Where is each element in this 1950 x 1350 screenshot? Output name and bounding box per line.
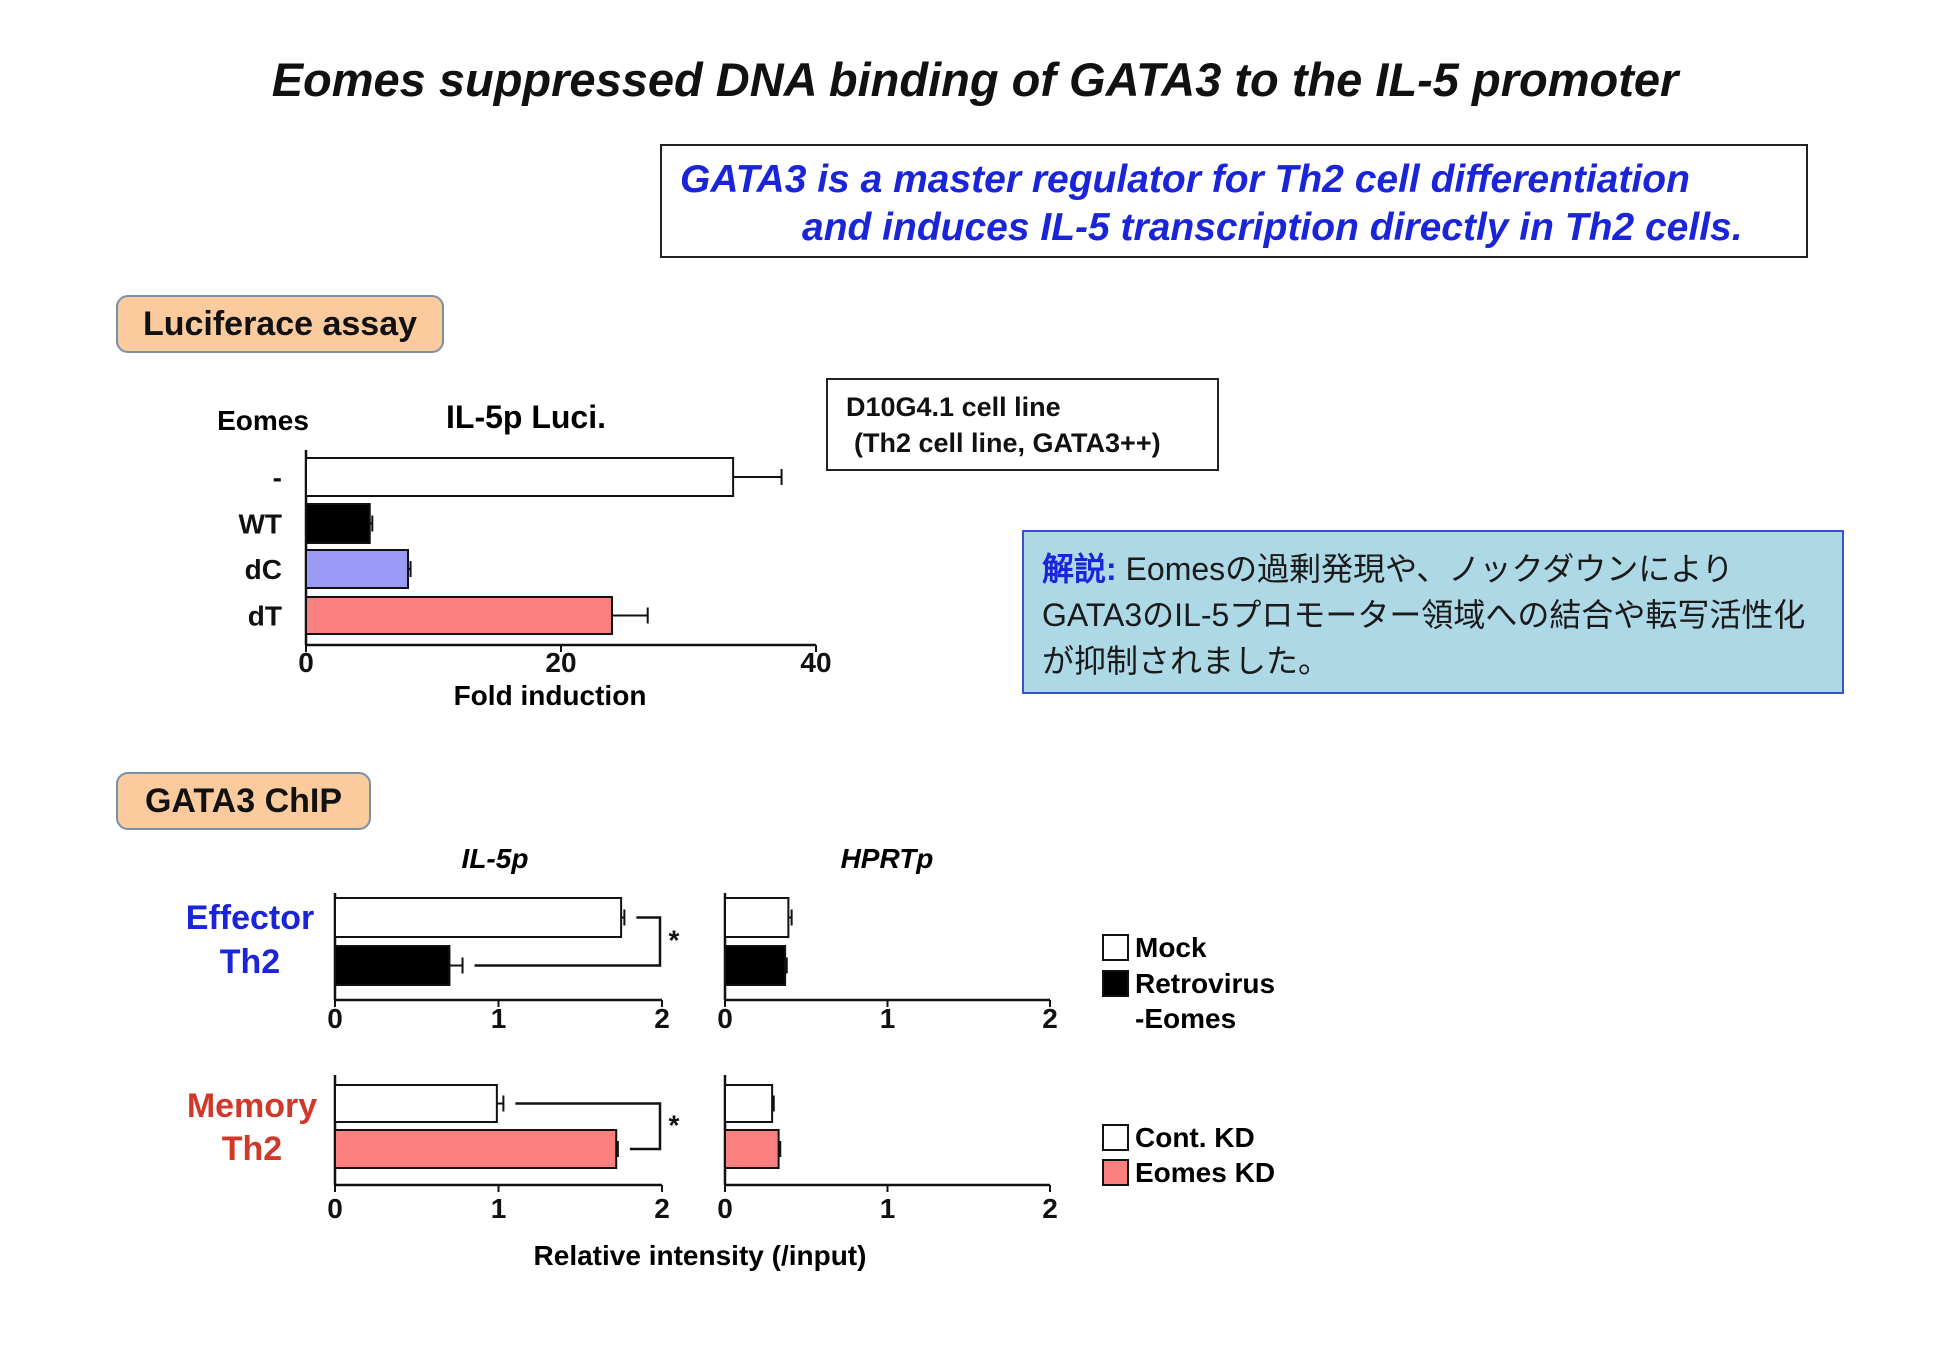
intro-line-1: GATA3 is a master regulator for Th2 cell… (680, 158, 1690, 201)
eff_hprt-tick-label: 0 (717, 1003, 733, 1034)
effector-label-line-1: Effector (186, 899, 314, 937)
legend-mock-label: Mock (1135, 932, 1207, 963)
legend-cont-kd-label: Cont. KD (1135, 1122, 1255, 1153)
legend-mock-swatch (1102, 934, 1129, 961)
legend-retrovirus-swatch (1102, 970, 1129, 997)
eff_il5-significance-marker: * (669, 925, 680, 956)
mem_hprt-bar (724, 1129, 780, 1169)
eff_il5-bar (334, 945, 451, 986)
legend-eomes-kd-label: Eomes KD (1135, 1157, 1275, 1188)
eff_hprt-tick-label: 2 (1042, 1003, 1058, 1034)
chip-hprt-title: HPRTp (841, 843, 934, 874)
legend-cont-kd-swatch (1102, 1124, 1129, 1151)
luciferase-section-label: Luciferace assay (116, 295, 444, 353)
mem_il5-significance-bracket (515, 1102, 662, 1151)
luc-category-label: - (273, 462, 282, 493)
explanation-text: 解説: Eomesの過剰発現や、ノックダウンによりGATA3のIL-5プロモータ… (1042, 546, 1832, 684)
effector-label-line-2: Th2 (220, 943, 280, 981)
eff_hprt-tick-label: 1 (880, 1003, 896, 1034)
mem_hprt-tick-label: 1 (880, 1193, 896, 1224)
memory-label-line-1: Memory (187, 1087, 317, 1125)
mem_il5-bar (334, 1129, 618, 1169)
explanation-note: 解説: Eomesの過剰発現や、ノックダウンによりGATA3のIL-5プロモータ… (1022, 530, 1844, 694)
mem_hprt-bar (724, 1084, 774, 1123)
luc-tick-label: 40 (800, 647, 831, 678)
eff_il5-significance-bracket (474, 916, 662, 967)
luc-category-label: dC (245, 554, 282, 585)
luc-bar (305, 549, 409, 589)
mem_il5-tick-label: 1 (491, 1193, 507, 1224)
legend-eomes-kd-swatch (1102, 1159, 1129, 1186)
luc-chart-title: IL-5p Luci. (446, 399, 606, 435)
memory-label-line-2: Th2 (222, 1130, 282, 1168)
mem_il5-bar (334, 1084, 498, 1123)
luc-category-header: Eomes (217, 405, 309, 436)
mem_il5-significance-marker: * (669, 1109, 680, 1140)
cell-line-description: (Th2 cell line, GATA3++) (854, 428, 1161, 458)
luc-bar (305, 503, 371, 544)
luc-x-axis-label: Fold induction (454, 680, 647, 711)
chip-il5-title: IL-5p (462, 843, 529, 874)
eff_il5-tick-label: 0 (327, 1003, 343, 1034)
page-title: Eomes suppressed DNA binding of GATA3 to… (271, 53, 1679, 106)
mem_il5-tick-label: 2 (654, 1193, 670, 1224)
cell-line-name: D10G4.1 cell line (846, 392, 1061, 422)
mem_hprt-tick-label: 0 (717, 1193, 733, 1224)
luc-tick-label: 20 (545, 647, 576, 678)
eff_hprt-bar (724, 897, 790, 938)
intro-line-2: and induces IL-5 transcription directly … (802, 206, 1743, 249)
eff_hprt-bar (724, 945, 787, 986)
explanation-body: Eomesの過剰発現や、ノックダウンによりGATA3のIL-5プロモーター領域へ… (1042, 551, 1806, 679)
luc-bar (305, 596, 613, 635)
intro-box: GATA3 is a master regulator for Th2 cell… (660, 144, 1808, 258)
eff_il5-tick-label: 1 (491, 1003, 507, 1034)
luc-tick-label: 0 (298, 647, 314, 678)
legend-retrovirus-label: Retrovirus (1135, 968, 1275, 999)
luc-bar (305, 457, 735, 497)
chip-x-axis-label: Relative intensity (/input) (534, 1240, 867, 1271)
explanation-label: 解説: (1042, 551, 1117, 587)
cell-line-box: D10G4.1 cell line (Th2 cell line, GATA3+… (826, 378, 1219, 471)
luc-category-label: WT (238, 509, 282, 540)
mem_hprt-tick-label: 2 (1042, 1193, 1058, 1224)
eff_il5-tick-label: 2 (654, 1003, 670, 1034)
luc-category-label: dT (248, 601, 282, 632)
mem_il5-tick-label: 0 (327, 1193, 343, 1224)
eff_il5-bar (334, 897, 623, 938)
chip-section-label: GATA3 ChIP (116, 772, 371, 830)
legend-retrovirus-label-2: -Eomes (1135, 1003, 1236, 1034)
